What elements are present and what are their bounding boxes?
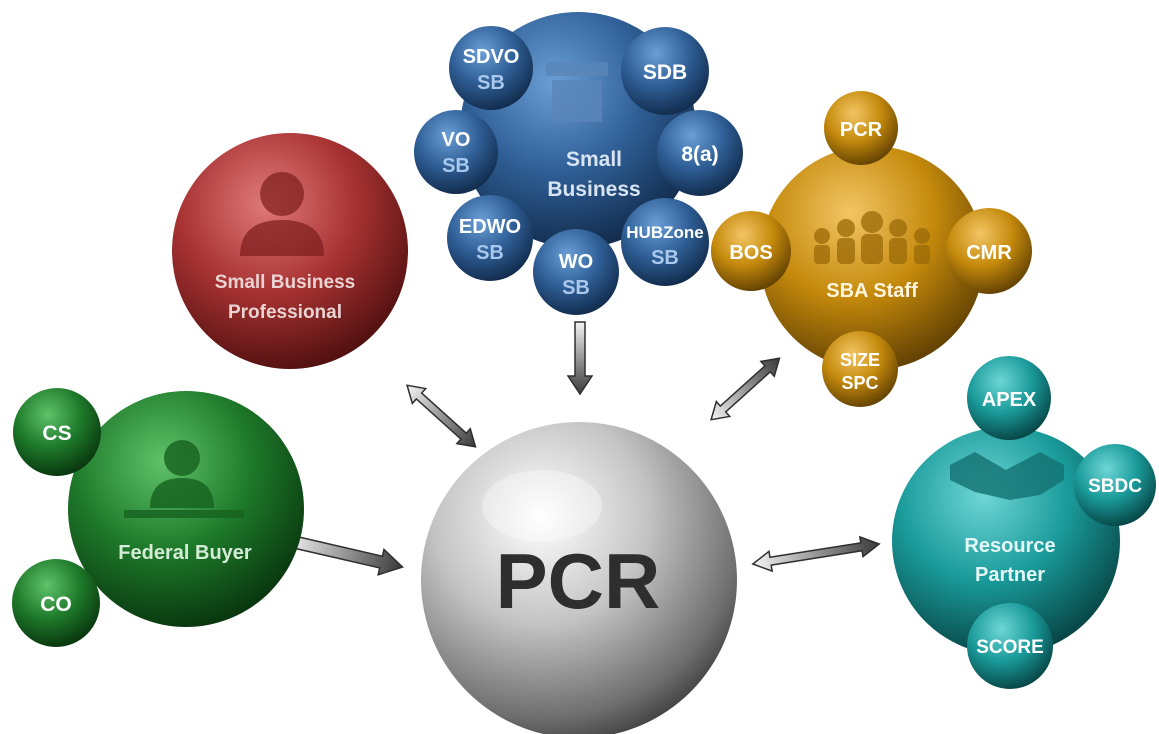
person-at-desk-icon	[124, 440, 244, 518]
satellite-size-spc: SIZE SPC	[822, 331, 898, 407]
satellite-sdb: SDB	[621, 27, 709, 115]
satellite-cmr: CMR	[946, 208, 1032, 294]
sb-label-line2: Business	[547, 178, 640, 201]
edwo-label-line2: SB	[476, 242, 504, 264]
satellite-apex: APEX	[967, 356, 1051, 440]
sb-label-line1: Small	[566, 148, 622, 171]
pcr-center-node: PCR	[421, 422, 737, 734]
satellite-bos: BOS	[711, 211, 791, 291]
small-business-node: Small Business SDVO SB SDB VO SB 8(a) ED…	[414, 12, 743, 315]
fb-label: Federal Buyer	[118, 542, 252, 564]
edwo-label-line1: EDWO	[459, 216, 521, 238]
hubzone-label-line1: HUBZone	[626, 223, 703, 242]
eighta-label: 8(a)	[681, 143, 718, 166]
rp-label-line1: Resource	[964, 535, 1055, 557]
cmr-label: CMR	[966, 242, 1012, 264]
arrow-fb-pcr	[283, 533, 404, 576]
resource-partner-node: Resource Partner APEX SBDC SCORE	[892, 356, 1156, 689]
apex-label: APEX	[982, 389, 1037, 411]
satellite-vo: VO SB	[414, 110, 498, 194]
satellite-wo: WO SB	[533, 229, 619, 315]
group-of-people-icon	[814, 211, 930, 264]
cs-label: CS	[42, 422, 71, 445]
score-label: SCORE	[976, 637, 1044, 658]
size-label-line1: SIZE	[840, 350, 880, 370]
handshake-icon	[950, 452, 1064, 500]
sbp-label-line2: Professional	[228, 302, 342, 323]
arrow-sba-pcr	[710, 357, 781, 421]
sdb-label: SDB	[643, 61, 687, 84]
satellite-co: CO	[12, 559, 100, 647]
rp-label-line2: Partner	[975, 564, 1045, 586]
federal-buyer-node: Federal Buyer CS CO	[12, 388, 304, 647]
satellite-cs: CS	[13, 388, 101, 476]
satellite-hubzone: HUBZone SB	[621, 198, 709, 286]
satellite-edwo: EDWO SB	[447, 195, 533, 281]
storefront-icon	[546, 62, 608, 122]
bos-label: BOS	[729, 242, 772, 264]
vo-label-line2: SB	[442, 155, 470, 177]
arrow-rp-pcr	[751, 535, 881, 573]
sba-label: SBA Staff	[826, 280, 918, 302]
person-silhouette-icon	[240, 172, 324, 256]
satellite-sdvo: SDVO SB	[449, 26, 533, 110]
pcr-center-label: PCR	[496, 537, 661, 625]
satellite-pcr: PCR	[824, 91, 898, 165]
sdvo-label-line1: SDVO	[463, 46, 520, 68]
wo-label-line1: WO	[559, 251, 593, 273]
sba-staff-node: SBA Staff PCR BOS CMR SIZE SPC	[711, 91, 1032, 407]
sbdc-label: SBDC	[1088, 476, 1142, 497]
wo-label-line2: SB	[562, 277, 590, 299]
satellite-score: SCORE	[967, 603, 1053, 689]
sba-pcr-label: PCR	[840, 119, 883, 141]
sdvo-label-line2: SB	[477, 72, 505, 94]
satellite-8a: 8(a)	[657, 110, 743, 196]
arrows	[283, 321, 881, 576]
vo-label-line1: VO	[442, 129, 471, 151]
sbp-label-line1: Small Business	[215, 272, 355, 293]
arrow-sb-pcr	[566, 321, 594, 396]
co-label: CO	[40, 593, 72, 616]
satellite-sbdc: SBDC	[1074, 444, 1156, 526]
arrow-sbp-pcr	[406, 384, 477, 448]
size-label-line2: SPC	[841, 373, 878, 393]
hubzone-label-line2: SB	[651, 247, 679, 269]
small-business-professional-node: Small Business Professional	[172, 133, 408, 369]
